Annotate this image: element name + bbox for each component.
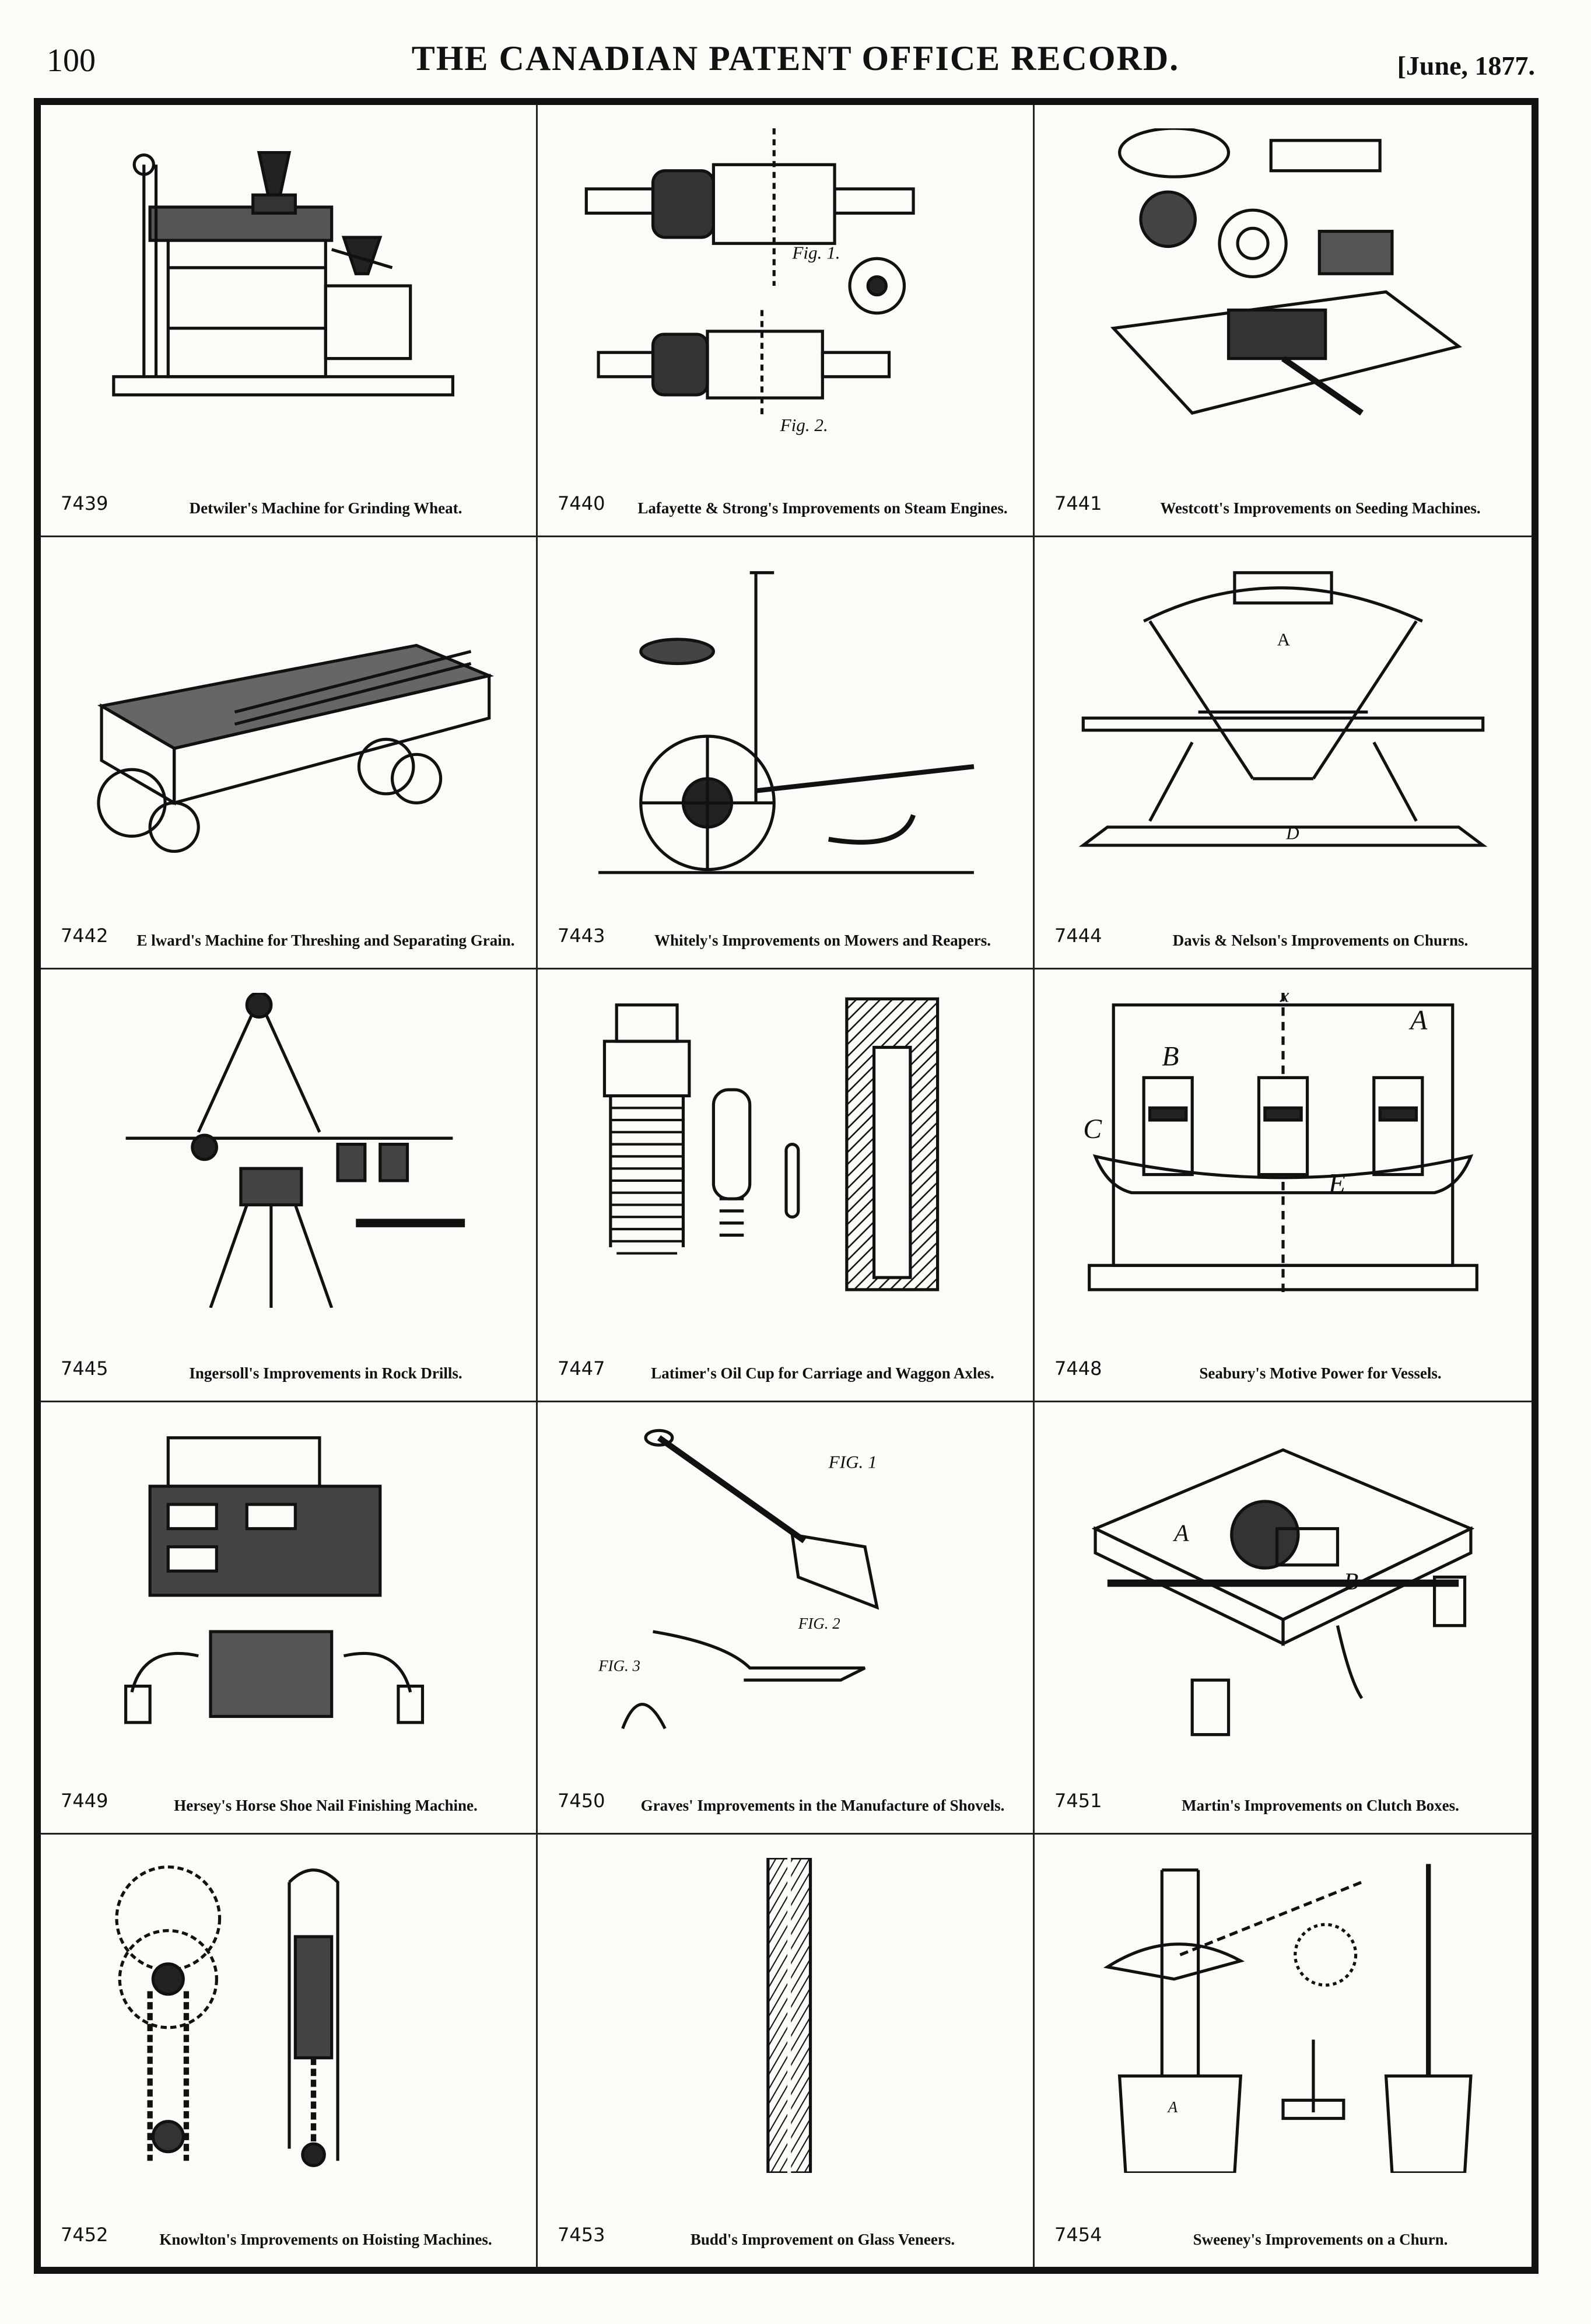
patent-cell: FIG. 1 FIG. 2 FIG. 3 7450 Graves' Improv… xyxy=(538,1402,1035,1835)
patent-caption: 7449 Hersey's Horse Shoe Nail Finishing … xyxy=(61,1762,521,1820)
patent-number: 7443 xyxy=(558,925,605,947)
churn-frame-illustration: A D xyxy=(1070,561,1497,876)
patent-cell: 7453 Budd's Improvement on Glass Veneers… xyxy=(538,1834,1035,2267)
patent-cell: A B 7451 Martin's Improvements on Clutch… xyxy=(1035,1402,1532,1835)
patent-title: Davis & Nelson's Improvements on Churns. xyxy=(1172,932,1469,950)
fig-label: B xyxy=(1162,1041,1179,1072)
fig-label: FIG. 3 xyxy=(598,1657,640,1674)
patent-caption: 7445 Ingersoll's Improvements in Rock Dr… xyxy=(61,1329,521,1388)
patent-title: Ingersoll's Improvements in Rock Drills. xyxy=(189,1364,462,1382)
patent-number: 7447 xyxy=(558,1357,605,1380)
patent-number: 7449 xyxy=(61,1789,108,1812)
patent-cell: 7452 Knowlton's Improvements on Hoisting… xyxy=(41,1834,538,2267)
patent-number: 7453 xyxy=(558,2223,605,2246)
patent-number: 7450 xyxy=(558,1789,605,1812)
fig-label: A xyxy=(1408,1005,1428,1036)
seeding-machine-illustration xyxy=(1070,127,1497,443)
clutch-box-illustration: A B xyxy=(1070,1426,1497,1741)
patent-number: 7452 xyxy=(61,2223,108,2246)
patent-number: 7444 xyxy=(1054,925,1102,947)
patent-caption: 7452 Knowlton's Improvements on Hoisting… xyxy=(61,2196,521,2254)
patent-number: 7442 xyxy=(61,925,108,947)
patent-cell: Fig. 1. Fig. 2. 7440 Lafayette & Strong'… xyxy=(538,105,1035,538)
fig-label: D xyxy=(1285,823,1299,844)
hoisting-machine-illustration xyxy=(76,1858,503,2173)
patent-caption: 7447 Latimer's Oil Cup for Carriage and … xyxy=(558,1329,1018,1388)
patent-title: Sweeney's Improvements on a Churn. xyxy=(1193,2230,1448,2248)
fig-label: FIG. 2 xyxy=(798,1614,840,1632)
patent-plate-frame: 7439 Detwiler's Machine for Grinding Whe… xyxy=(34,98,1539,2274)
patent-title: Latimer's Oil Cup for Carriage and Waggo… xyxy=(651,1364,994,1382)
threshing-machine-illustration xyxy=(76,561,503,876)
fig-label: Fig. 1. xyxy=(791,242,840,262)
patent-cell: A 7454 Sweeney's Improvements on a Churn… xyxy=(1035,1835,1532,2267)
patent-cell: 7449 Hersey's Horse Shoe Nail Finishing … xyxy=(41,1402,538,1835)
fig-label: B xyxy=(1344,1567,1358,1594)
nail-machine-illustration xyxy=(76,1426,503,1741)
patent-caption: 7444 Davis & Nelson's Improvements on Ch… xyxy=(1054,897,1516,955)
patent-caption: 7443 Whitely's Improvements on Mowers an… xyxy=(558,897,1018,955)
steam-engine-shaft-illustration: Fig. 1. Fig. 2. xyxy=(573,128,1000,443)
patent-title: Westcott's Improvements on Seeding Machi… xyxy=(1160,499,1481,517)
patent-title: Budd's Improvement on Glass Veneers. xyxy=(690,2230,955,2248)
patent-cell: 7442 E lward's Machine for Threshing and… xyxy=(41,537,538,970)
patent-cell: A D 7444 Davis & Nelson's Improvements o… xyxy=(1035,537,1532,970)
patent-title: Knowlton's Improvements on Hoisting Mach… xyxy=(159,2230,492,2248)
fig-label: C xyxy=(1083,1114,1102,1145)
page-title: THE CANADIAN PATENT OFFICE RECORD. xyxy=(411,39,1180,78)
patent-caption: 7451 Martin's Improvements on Clutch Box… xyxy=(1054,1762,1516,1820)
fig-label: Fig. 2. xyxy=(780,415,828,435)
patent-cell: 7441 Westcott's Improvements on Seeding … xyxy=(1035,105,1532,538)
fig-label: A xyxy=(1277,629,1291,650)
patent-caption: 7440 Lafayette & Strong's Improvements o… xyxy=(558,464,1018,523)
fig-label: E xyxy=(1328,1168,1345,1199)
patent-cell: 7439 Detwiler's Machine for Grinding Whe… xyxy=(41,105,538,538)
patent-caption: 7441 Westcott's Improvements on Seeding … xyxy=(1054,464,1516,523)
patent-number: 7441 xyxy=(1054,492,1102,515)
oil-cup-illustration xyxy=(573,993,1000,1308)
shovel-illustration: FIG. 1 FIG. 2 FIG. 3 xyxy=(573,1426,1000,1741)
patent-number: 7451 xyxy=(1054,1789,1102,1812)
grinding-mill-illustration xyxy=(76,128,503,443)
patent-title: Whitely's Improvements on Mowers and Rea… xyxy=(654,932,991,950)
patent-cell: 7447 Latimer's Oil Cup for Carriage and … xyxy=(538,970,1035,1402)
page-header: 100 THE CANADIAN PATENT OFFICE RECORD. [… xyxy=(0,0,1591,93)
patent-cell: 7445 Ingersoll's Improvements in Rock Dr… xyxy=(41,970,538,1402)
patent-title: E lward's Machine for Threshing and Sepa… xyxy=(136,932,515,950)
patent-number: 7448 xyxy=(1054,1357,1102,1380)
patent-caption: 7439 Detwiler's Machine for Grinding Whe… xyxy=(61,464,521,523)
glass-veneer-illustration xyxy=(573,1856,1000,2175)
patent-title: Lafayette & Strong's Improvements on Ste… xyxy=(637,499,1008,517)
patent-caption: 7448 Seabury's Motive Power for Vessels. xyxy=(1054,1329,1516,1388)
patent-number: 7439 xyxy=(61,492,108,515)
patent-number: 7440 xyxy=(558,492,605,515)
patent-caption: 7442 E lward's Machine for Threshing and… xyxy=(61,897,521,955)
churn-dasher-illustration: A xyxy=(1070,1858,1497,2175)
issue-date: [June, 1877. xyxy=(1397,51,1535,80)
patent-number: 7445 xyxy=(61,1357,108,1380)
patent-title: Graves' Improvements in the Manufacture … xyxy=(640,1796,1005,1814)
patent-title: Hersey's Horse Shoe Nail Finishing Machi… xyxy=(174,1796,478,1814)
fig-label: FIG. 1 xyxy=(828,1451,877,1472)
patent-title: Detwiler's Machine for Grinding Wheat. xyxy=(189,499,462,517)
patent-cell: B x A C E 7448 Seabury's Motive Power fo… xyxy=(1035,970,1532,1402)
fig-label: A xyxy=(1167,2098,1178,2116)
patent-title: Martin's Improvements on Clutch Boxes. xyxy=(1182,1796,1459,1814)
patent-caption: 7450 Graves' Improvements in the Manufac… xyxy=(558,1762,1018,1820)
fig-label: A xyxy=(1172,1519,1189,1546)
patent-title: Seabury's Motive Power for Vessels. xyxy=(1199,1364,1442,1382)
patent-caption: 7454 Sweeney's Improvements on a Churn. xyxy=(1054,2196,1516,2254)
page-number: 100 xyxy=(47,43,96,79)
fig-label: x xyxy=(1280,993,1289,1007)
patent-grid: 7439 Detwiler's Machine for Grinding Whe… xyxy=(41,105,1532,2267)
patent-cell: 7443 Whitely's Improvements on Mowers an… xyxy=(538,537,1035,970)
rock-drill-tripod-illustration xyxy=(76,991,503,1309)
patent-number: 7454 xyxy=(1054,2223,1102,2246)
patent-caption: 7453 Budd's Improvement on Glass Veneers… xyxy=(558,2196,1018,2254)
vessel-motive-power-illustration: B x A C E xyxy=(1070,984,1497,1308)
mower-reaper-illustration xyxy=(573,561,1000,876)
